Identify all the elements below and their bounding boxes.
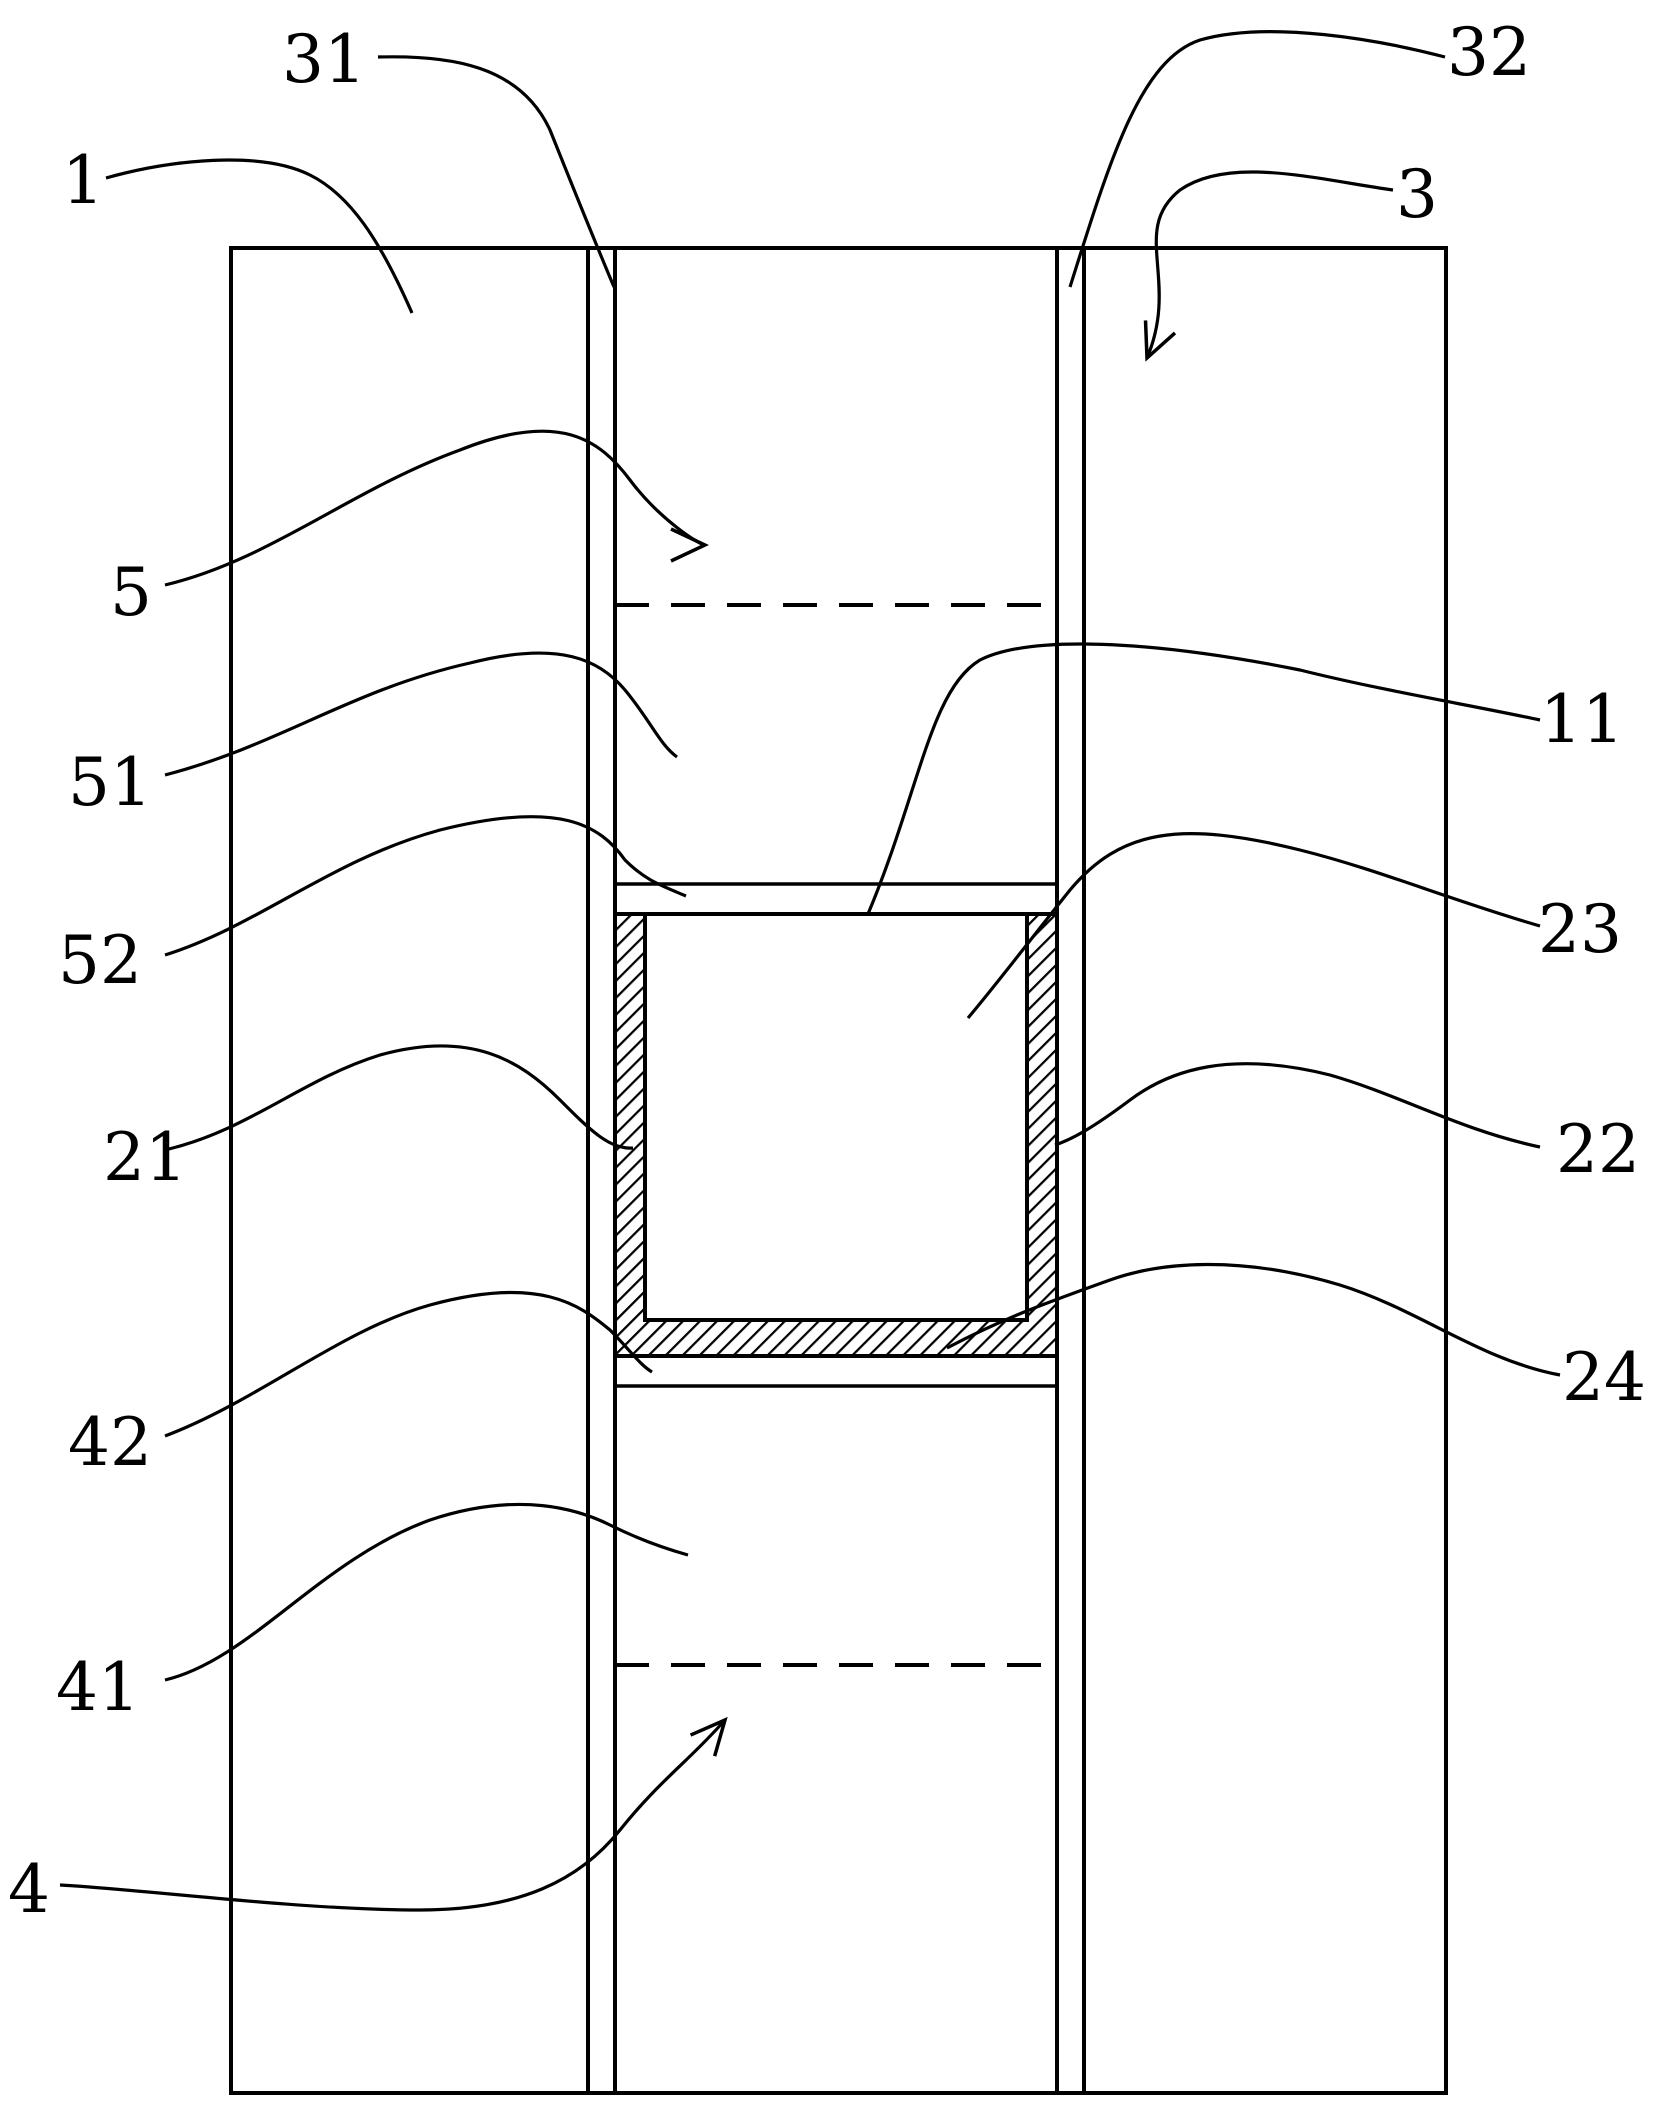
label-51: 51: [68, 744, 152, 821]
hatched-u-channel: [613, 912, 1059, 1358]
label-41: 41: [56, 1649, 140, 1726]
label-3: 3: [1396, 156, 1438, 233]
label-21: 21: [103, 1119, 187, 1196]
leader-23: [966, 832, 1541, 1020]
upper-plate: [613, 882, 1059, 916]
label-23: 23: [1538, 891, 1622, 968]
leader-22: [1054, 1062, 1541, 1149]
leader-51: [164, 651, 678, 777]
leader-5: [164, 429, 705, 587]
label-22: 22: [1556, 1111, 1640, 1188]
leader-4: [59, 1720, 725, 1912]
label-24: 24: [1562, 1339, 1646, 1416]
leader-11: [866, 642, 1541, 915]
label-1: 1: [62, 142, 104, 219]
leader-24: [946, 1262, 1561, 1377]
leader-41: [164, 1502, 689, 1682]
label-4: 4: [8, 1851, 50, 1928]
label-31: 31: [282, 21, 366, 98]
lower-plate: [613, 1354, 1059, 1388]
leader-52: [164, 815, 687, 957]
label-32: 32: [1447, 14, 1531, 91]
label-11: 11: [1540, 681, 1624, 758]
leader-42: [164, 1290, 653, 1438]
leader-3: [1147, 170, 1394, 358]
leader-32: [1068, 30, 1446, 288]
leader-21: [164, 1044, 634, 1152]
outer-frame: [229, 246, 1448, 2095]
label-52: 52: [58, 922, 142, 999]
leader-31: [377, 55, 616, 288]
leader-1: [105, 158, 414, 314]
label-42: 42: [68, 1404, 152, 1481]
label-5: 5: [110, 554, 152, 631]
